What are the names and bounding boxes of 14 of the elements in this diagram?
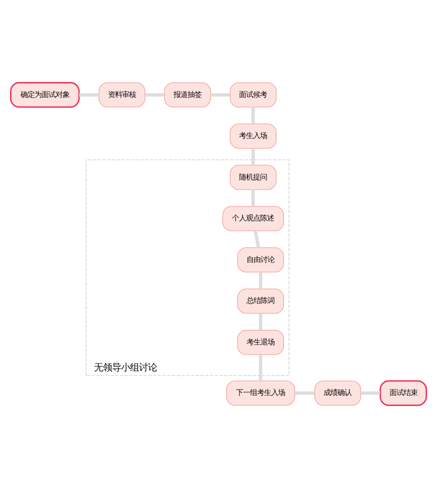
connector [79,93,99,97]
connector [294,391,315,395]
connector [258,272,262,289]
connector [258,313,262,330]
connector [251,107,255,124]
connector [145,93,164,97]
connector [210,93,230,97]
connector [251,190,255,206]
connector [251,148,255,166]
connector [254,230,260,248]
node-box: 面试结束 [380,380,427,406]
node-box: 确定为面试对象 [10,82,80,108]
connector [360,391,380,395]
connector [258,354,262,381]
